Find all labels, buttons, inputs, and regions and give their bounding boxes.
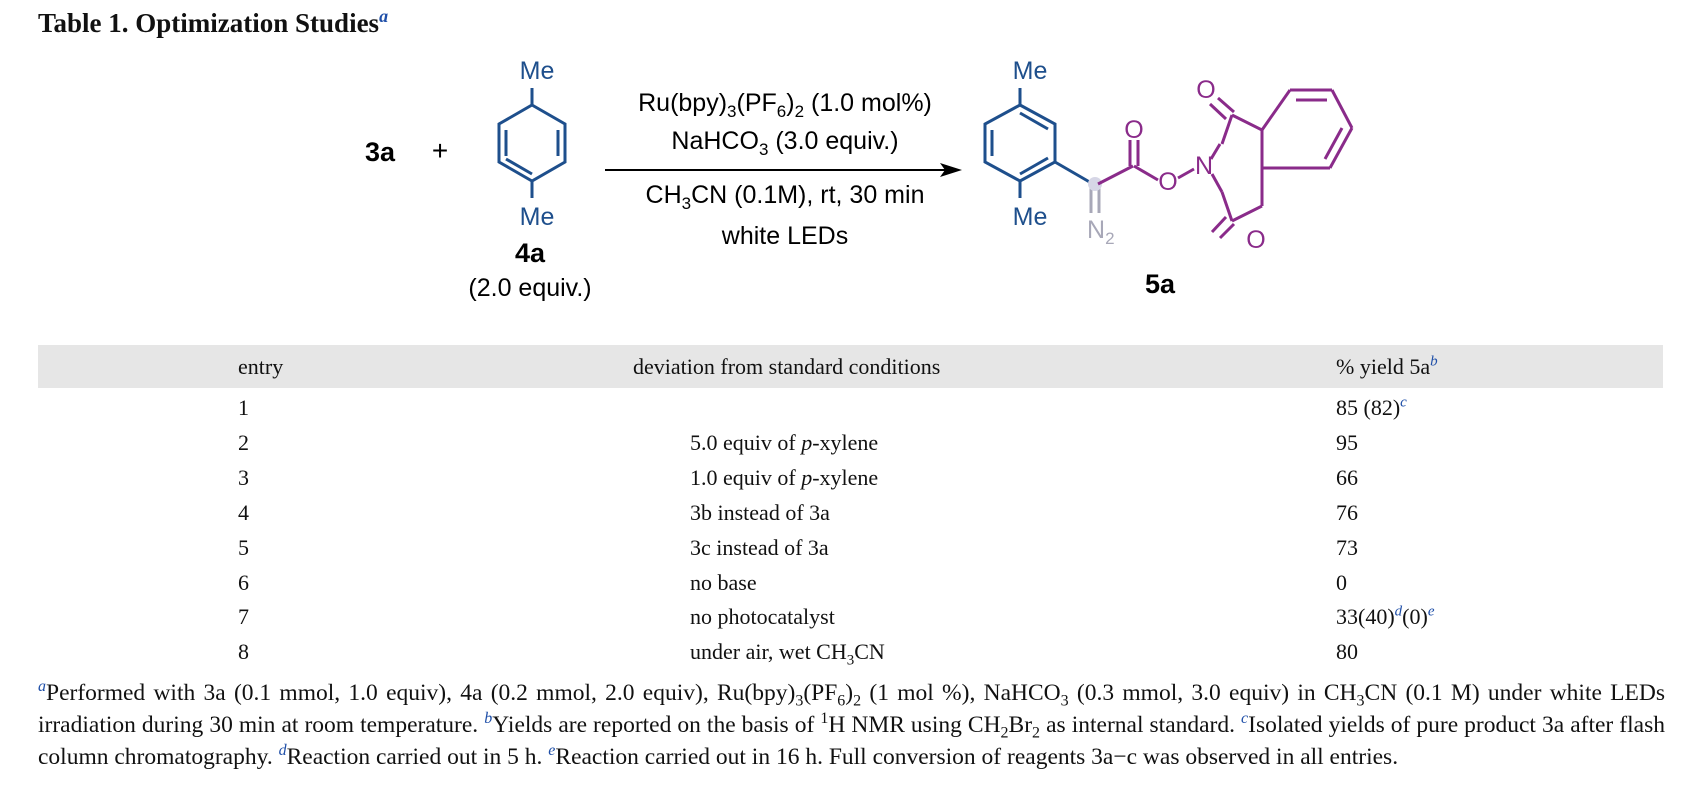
footnote-a-marker: a — [38, 678, 46, 696]
table-row-entry: 6 — [238, 570, 249, 595]
imide-o-bottom: O — [1246, 226, 1265, 254]
table-row-deviation: 3c instead of 3a — [690, 535, 829, 560]
table-row-yield: 76 — [1336, 500, 1358, 525]
product-methyl-bottom: Me — [1013, 203, 1048, 231]
condition-catalyst: Ru(bpy)3(PF6)2 (1.0 mol%) — [638, 89, 932, 121]
table-row-entry: 3 — [238, 465, 249, 490]
carbonyl-o-ester: O — [1124, 116, 1143, 144]
table-row-entry: 7 — [238, 604, 249, 629]
header-deviation: deviation from standard conditions — [633, 354, 941, 379]
methyl-bottom-label: Me — [520, 203, 555, 231]
table-row-yield: 66 — [1336, 465, 1358, 490]
footnote-e-marker: e — [548, 742, 556, 760]
product-5a-label: 5a — [1145, 269, 1176, 299]
footnote-b-marker: b — [484, 710, 493, 728]
condition-light: white LEDs — [721, 222, 848, 250]
table-row-yield: 0 — [1336, 570, 1347, 595]
table-row-yield: 80 — [1336, 639, 1358, 664]
footnote-d-marker: d — [278, 742, 287, 760]
imide-n: N — [1195, 152, 1213, 180]
table-title: Table 1. Optimization Studiesa — [38, 6, 388, 39]
footnote-c-marker: c — [1241, 710, 1249, 728]
diazo-n2-label: N2 — [1087, 216, 1115, 248]
table-title-text: Table 1. Optimization Studies — [38, 8, 380, 38]
condition-solvent: CH3CN (0.1M), rt, 30 min — [646, 181, 925, 213]
imide-o-top: O — [1196, 76, 1215, 104]
reaction-scheme: 3a + Me Me 4a (2.0 equiv.) Ru(bpy)3(PF6)… — [365, 57, 1354, 302]
table-row-yield: 95 — [1336, 430, 1358, 455]
table-row-deviation: 3b instead of 3a — [690, 500, 830, 525]
product-aryl-ring — [983, 88, 1094, 198]
table-header-row — [38, 345, 1663, 388]
title-footnote-marker: a — [379, 6, 389, 26]
header-yield: % yield 5ab — [1336, 353, 1438, 379]
table-row-entry: 8 — [238, 639, 249, 664]
plus-sign: + — [432, 135, 448, 166]
table-row-yield: 33(40)d(0)e — [1336, 603, 1435, 629]
table-row-deviation: no base — [690, 570, 757, 595]
nhpi-ester-structure — [1097, 88, 1354, 240]
product-methyl-top: Me — [1013, 57, 1048, 85]
header-entry: entry — [238, 354, 284, 379]
reactant-4a-label: 4a — [515, 238, 546, 268]
table-footnotes: aPerformed with 3a (0.1 mmol, 1.0 equiv)… — [38, 678, 1665, 770]
reaction-arrow — [605, 163, 962, 177]
reactant-3a-label: 3a — [365, 137, 396, 167]
table-row-deviation: no photocatalyst — [690, 604, 835, 629]
ester-o-bridge: O — [1158, 168, 1177, 196]
table-row-deviation: under air, wet CH3CN — [690, 639, 885, 669]
methyl-top-label: Me — [520, 57, 555, 85]
table-row-yield: 85 (82)c — [1336, 394, 1407, 420]
table-row-entry: 5 — [238, 535, 249, 560]
diazo-carbon-dot — [1088, 177, 1102, 191]
p-xylene-structure — [497, 88, 567, 198]
diazo-group — [1089, 186, 1101, 213]
condition-base: NaHCO3 (3.0 equiv.) — [671, 127, 898, 159]
table-row-deviation: 1.0 equiv of p-xylene — [690, 465, 879, 490]
table-row-entry: 1 — [238, 395, 249, 420]
table-row-yield: 73 — [1336, 535, 1358, 560]
table-row-entry: 4 — [238, 500, 249, 525]
reactant-4a-equiv: (2.0 equiv.) — [468, 274, 591, 302]
table-row-entry: 2 — [238, 430, 249, 455]
table-row-deviation: 5.0 equiv of p-xylene — [690, 430, 879, 455]
